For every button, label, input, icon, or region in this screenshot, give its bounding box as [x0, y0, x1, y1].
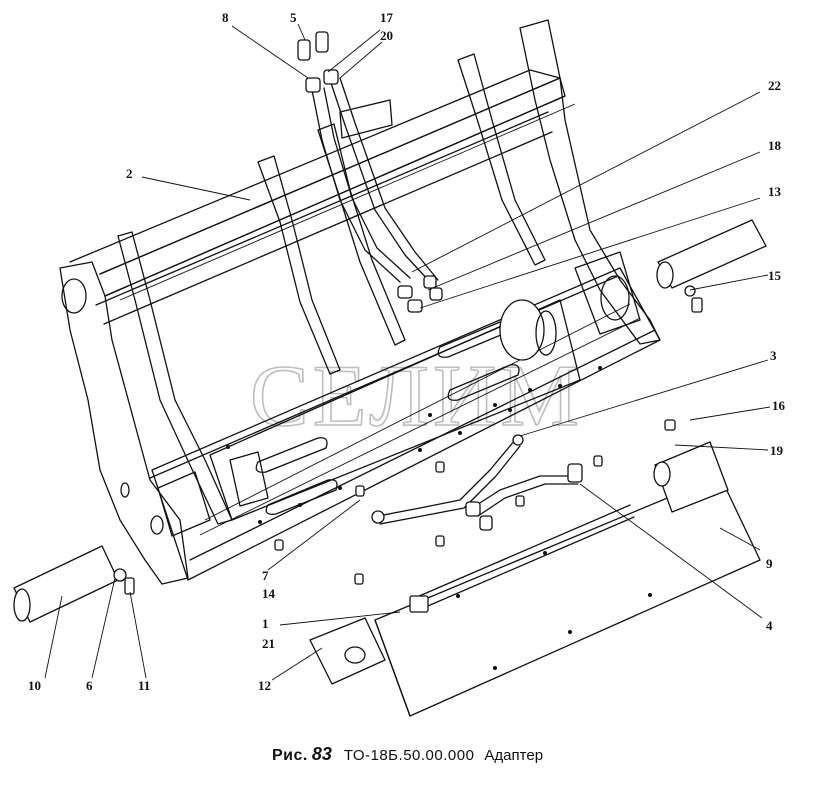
callout-4: 4	[766, 618, 773, 633]
callout-13: 13	[768, 184, 782, 199]
callout-15: 15	[768, 268, 782, 283]
callout-16: 16	[772, 398, 786, 413]
loose-parts	[13, 219, 767, 623]
callout-18: 18	[768, 138, 782, 153]
callout-19: 19	[770, 443, 784, 458]
callout-7: 7	[262, 568, 269, 583]
leader-lines	[44, 23, 771, 681]
callout-6: 6	[86, 678, 93, 693]
lower-assembly	[309, 441, 761, 717]
figure-caption: Рис.83 ТО-18Б.50.00.000 Адаптер	[0, 744, 815, 765]
callout-labels: 8 5 17 20 22 2 18 13 15 3 16 19 9 7 14 1…	[28, 10, 786, 693]
callout-14: 14	[262, 586, 276, 601]
callout-21: 21	[262, 636, 275, 651]
figure-number: 83	[311, 744, 332, 764]
figure-label: Рис.	[271, 747, 308, 764]
callout-2: 2	[126, 166, 133, 181]
callout-11: 11	[138, 678, 150, 693]
callout-1: 1	[262, 616, 269, 631]
pipes	[371, 434, 583, 531]
callout-12: 12	[258, 678, 271, 693]
drawing-code: ТО-18Б.50.00.000	[343, 747, 475, 764]
callout-22: 22	[768, 78, 781, 93]
callout-3: 3	[770, 348, 777, 363]
drawing-title: Адаптер	[484, 747, 544, 764]
callout-9: 9	[766, 556, 773, 571]
callout-17: 17	[380, 10, 394, 25]
callout-5: 5	[290, 10, 297, 25]
callout-8: 8	[222, 10, 229, 25]
adapter-frame	[59, 19, 661, 585]
hydraulic-hoses	[297, 31, 443, 313]
callout-10: 10	[28, 678, 41, 693]
callout-20: 20	[380, 28, 393, 43]
